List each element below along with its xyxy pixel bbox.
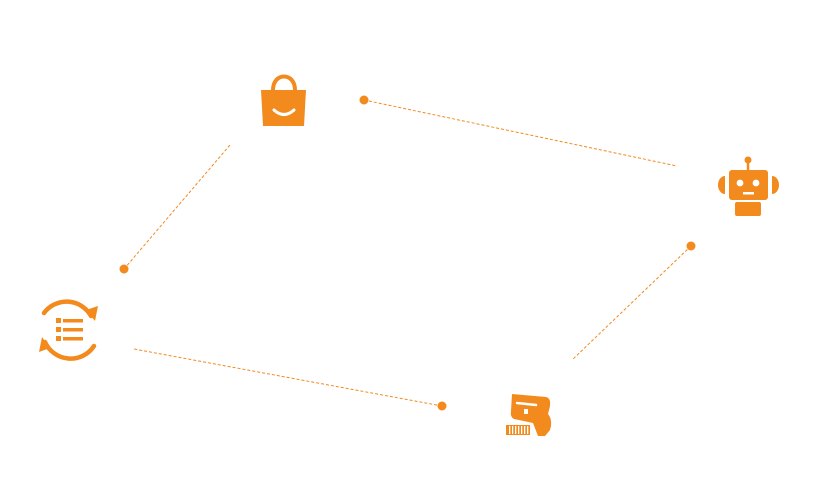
connector-robot-scanner bbox=[571, 245, 692, 361]
connector-scanner-sync-list bbox=[133, 348, 443, 407]
connector-dot bbox=[119, 264, 129, 274]
robot-icon bbox=[718, 156, 779, 216]
connector-dot bbox=[686, 241, 696, 251]
connector-shopping-robot bbox=[363, 99, 678, 167]
connector-sync-list-shopping bbox=[123, 144, 231, 270]
barcode-scanner-icon bbox=[506, 394, 552, 436]
sync-list-icon bbox=[39, 299, 98, 361]
connector-dot bbox=[437, 401, 447, 411]
shopping-bag-icon bbox=[261, 74, 306, 126]
connector-dots bbox=[119, 95, 696, 411]
connector-dot bbox=[359, 95, 369, 105]
connectors bbox=[123, 99, 692, 407]
